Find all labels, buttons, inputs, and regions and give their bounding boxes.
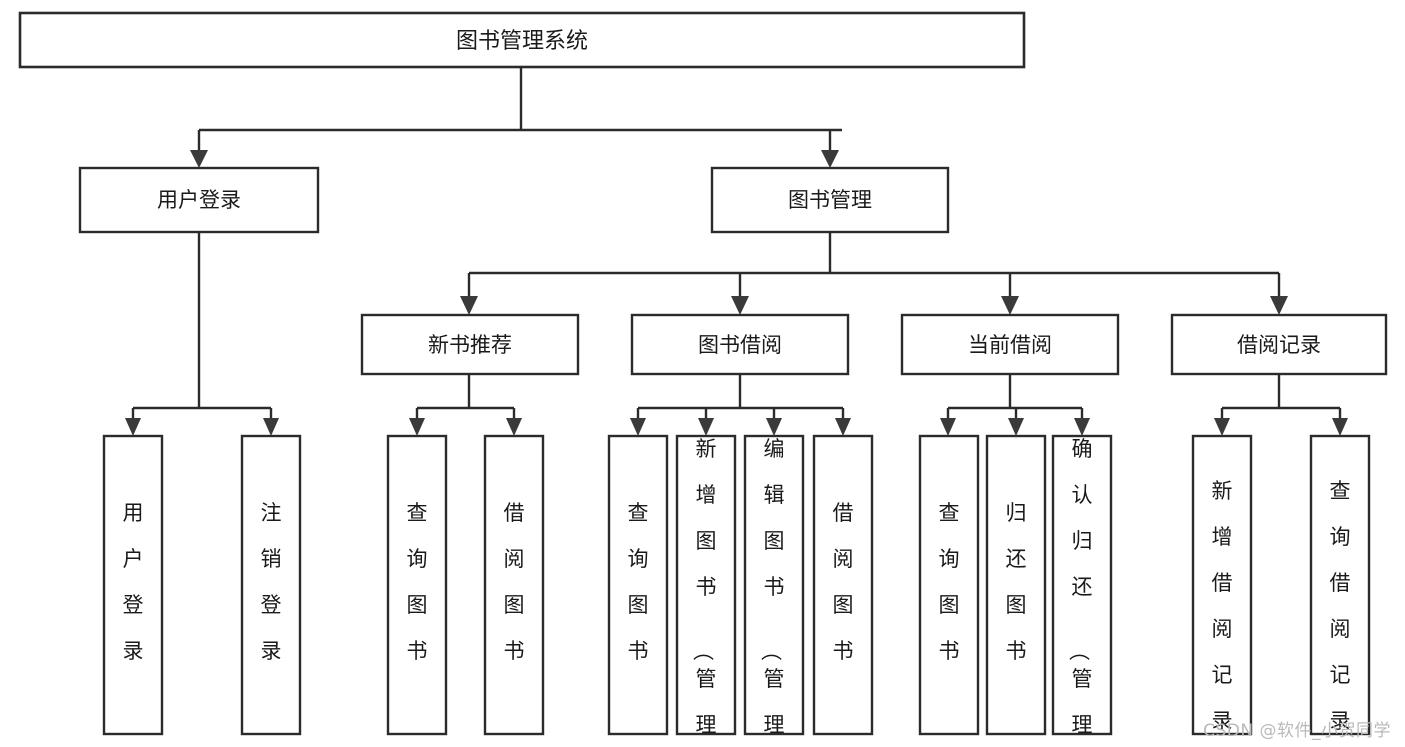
leaf-recommend-borrow-book-label: 借阅图书 [504,501,525,663]
leaf-borrow-query-book-box[interactable] [607,434,669,736]
leaf-record-add-record[interactable]: 新增借阅记录 [1191,434,1253,736]
arrow-head-leaf-user-login [125,418,141,436]
leaf-borrow-lend-book[interactable]: 借阅图书 [812,434,874,736]
leaf-user-login-login-label: 用户登录 [123,501,144,663]
leaf-current-confirm-return[interactable]: 确认归还（管理员） [1051,434,1113,747]
node-current-borrow-box[interactable] [900,313,1120,376]
leaf-record-query-record-box[interactable] [1309,434,1371,736]
node-book-borrow[interactable]: 图书借阅 [630,313,850,376]
arrow-head-leaf-record-query [1332,418,1348,436]
leaf-recommend-query-book[interactable]: 查询图书 [386,434,448,736]
leaf-current-confirm-return-box[interactable] [1051,434,1113,736]
arrow-head-book-mgmt [821,150,839,168]
arrow-head-leaf-logout [263,418,279,436]
node-new-book-recommend[interactable]: 新书推荐 [360,313,580,376]
node-root-box[interactable] [18,11,1026,69]
node-book-borrow-label: 图书借阅 [698,333,782,357]
arrow-head-user-login [190,150,208,168]
csdn-watermark: CSDN @软件_小贺同学 [1203,721,1391,741]
node-book-management-box[interactable] [710,166,950,234]
arrow-head-borrow-record [1270,296,1288,315]
leaf-borrow-edit-book[interactable]: 编辑图书（管理员） [743,434,805,747]
leaf-current-query-book-label: 查询图书 [939,501,960,663]
node-new-book-recommend-box[interactable] [360,313,580,376]
node-root[interactable]: 图书管理系统 [18,11,1026,69]
node-user-login-box[interactable] [78,166,320,234]
arrow-head-current-borrow [1001,296,1019,315]
arrow-head-leaf-current-query [940,418,956,436]
arrow-head-leaf-current-return [1008,418,1024,436]
node-current-borrow[interactable]: 当前借阅 [900,313,1120,376]
node-root-label: 图书管理系统 [456,29,588,54]
leaf-recommend-borrow-book[interactable]: 借阅图书 [483,434,545,736]
leaf-borrow-edit-book-box[interactable] [743,434,805,736]
leaf-user-login-logout-label: 注销登录 [261,501,282,663]
connector-layer [125,67,1348,436]
leaf-borrow-lend-book-box[interactable] [812,434,874,736]
node-borrow-record[interactable]: 借阅记录 [1170,313,1388,376]
leaf-borrow-query-book[interactable]: 查询图书 [607,434,669,736]
arrow-head-leaf-record-add [1214,418,1230,436]
node-book-management-label: 图书管理 [788,188,872,212]
arrow-head-leaf-recommend-query [409,418,425,436]
leaf-record-query-record-label: 查询借阅记录 [1330,479,1351,733]
leaf-borrow-lend-book-label: 借阅图书 [833,501,854,663]
leaf-recommend-borrow-book-box[interactable] [483,434,545,736]
node-new-book-recommend-label: 新书推荐 [428,333,512,357]
node-user-login[interactable]: 用户登录 [78,166,320,234]
arrow-head-book-borrow [731,296,749,315]
node-borrow-record-box[interactable] [1170,313,1388,376]
arrow-head-leaf-current-confirm [1074,418,1090,436]
node-book-borrow-box[interactable] [630,313,850,376]
leaf-user-login-login[interactable]: 用户登录 [102,434,164,736]
arrow-head-new-book-recommend [460,296,478,315]
leaf-borrow-add-book-box[interactable] [675,434,737,736]
arrow-head-leaf-borrow-lend [835,418,851,436]
leaf-record-add-record-box[interactable] [1191,434,1253,736]
leaf-user-login-login-box[interactable] [102,434,164,736]
node-borrow-record-label: 借阅记录 [1237,333,1321,357]
leaf-borrow-add-book-label: 新增图书（管理员） [691,437,717,747]
leaf-current-query-book-box[interactable] [918,434,980,736]
leaf-current-return-book-label: 归还图书 [1006,501,1027,663]
leaf-current-return-book[interactable]: 归还图书 [985,434,1047,736]
leaf-record-add-record-label: 新增借阅记录 [1212,479,1233,733]
node-user-login-label: 用户登录 [157,188,241,212]
arrow-head-leaf-recommend-borrow [506,418,522,436]
arrow-head-leaf-borrow-query [630,418,646,436]
leaf-current-return-book-box[interactable] [985,434,1047,736]
leaf-borrow-add-book[interactable]: 新增图书（管理员） [675,434,737,747]
leaf-user-login-logout[interactable]: 注销登录 [240,434,302,736]
leaf-user-login-logout-box[interactable] [240,434,302,736]
leaf-borrow-edit-book-label: 编辑图书（管理员） [759,437,785,747]
arrow-head-leaf-borrow-add [698,418,714,436]
leaf-recommend-query-book-label: 查询图书 [407,501,428,663]
leaf-recommend-query-book-box[interactable] [386,434,448,736]
leaf-record-query-record[interactable]: 查询借阅记录 [1309,434,1371,736]
leaf-current-query-book[interactable]: 查询图书 [918,434,980,736]
arrow-head-leaf-borrow-edit [766,418,782,436]
node-current-borrow-label: 当前借阅 [968,333,1052,357]
node-book-management[interactable]: 图书管理 [710,166,950,234]
leaf-borrow-query-book-label: 查询图书 [628,501,649,663]
leaf-current-confirm-return-label: 确认归还（管理员） [1067,437,1093,747]
